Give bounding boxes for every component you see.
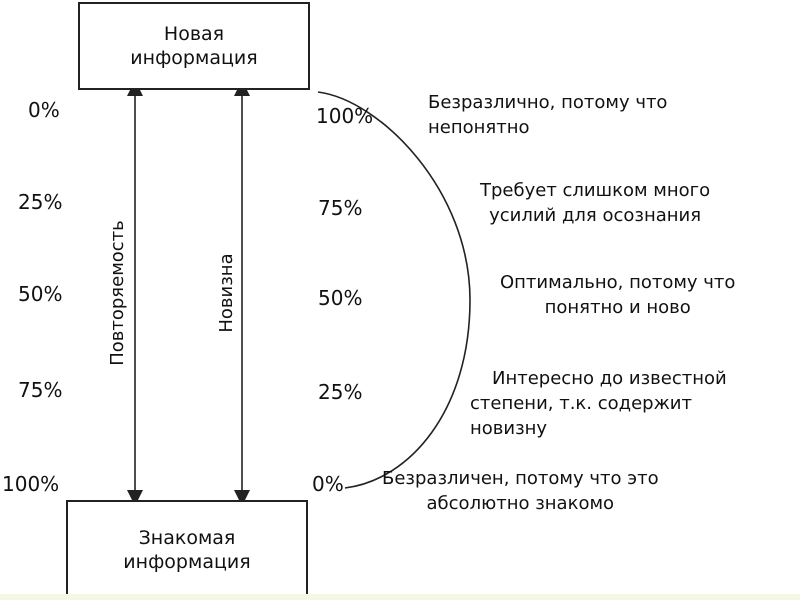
note-3-line1: Оптимально, потому что [500,272,736,293]
left-scale-75: 75% [18,378,63,402]
note-2-line2: усилий для осознания [489,205,702,226]
note-4-line2: степени, т.к. содержит [470,393,692,414]
right-scale-0: 0% [312,472,344,496]
note-1-line1: Безразлично, потому что [428,92,668,113]
left-scale-100: 100% [2,472,60,496]
note-5-line2: абсолютно знакомо [426,493,615,514]
note-optimal: Оптимально, потому что понятно и ново [500,270,735,320]
new-information-box: Новая информация [78,2,310,90]
note-3-line2: понятно и ново [544,297,691,318]
note-too-much-effort: Требует слишком много усилий для осознан… [480,178,710,228]
left-scale-25: 25% [18,190,63,214]
note-4-line1: Интересно до известной [492,368,727,389]
bottom-band [0,594,800,600]
optimum-curve [317,91,471,489]
right-scale-75: 75% [318,196,363,220]
note-2-line1: Требует слишком много [480,180,711,201]
familiar-information-box: Знакомая информация [66,500,308,600]
familiar-information-line2: информация [123,551,251,573]
new-information-line1: Новая [163,23,225,45]
note-indifferent-incomprehensible: Безразлично, потому что непонятно [428,90,667,140]
note-interesting: Интересно до известной степени, т.к. сод… [470,366,727,441]
note-4-line3: новизну [470,418,548,439]
note-1-line2: непонятно [428,117,530,138]
left-scale-0: 0% [28,98,60,122]
right-scale-100: 100% [316,104,374,128]
familiar-information-line1: Знакомая [138,527,236,549]
new-information-line2: информация [130,47,258,69]
novelty-axis-label: Новизна [216,253,237,333]
note-absolutely-familiar: Безразличен, потому что это абсолютно зн… [382,466,659,516]
right-scale-25: 25% [318,380,363,404]
left-scale-50: 50% [18,282,63,306]
right-scale-50: 50% [318,286,363,310]
note-5-line1: Безразличен, потому что это [382,468,659,489]
repetition-axis-label: Повторяемость [107,220,128,366]
